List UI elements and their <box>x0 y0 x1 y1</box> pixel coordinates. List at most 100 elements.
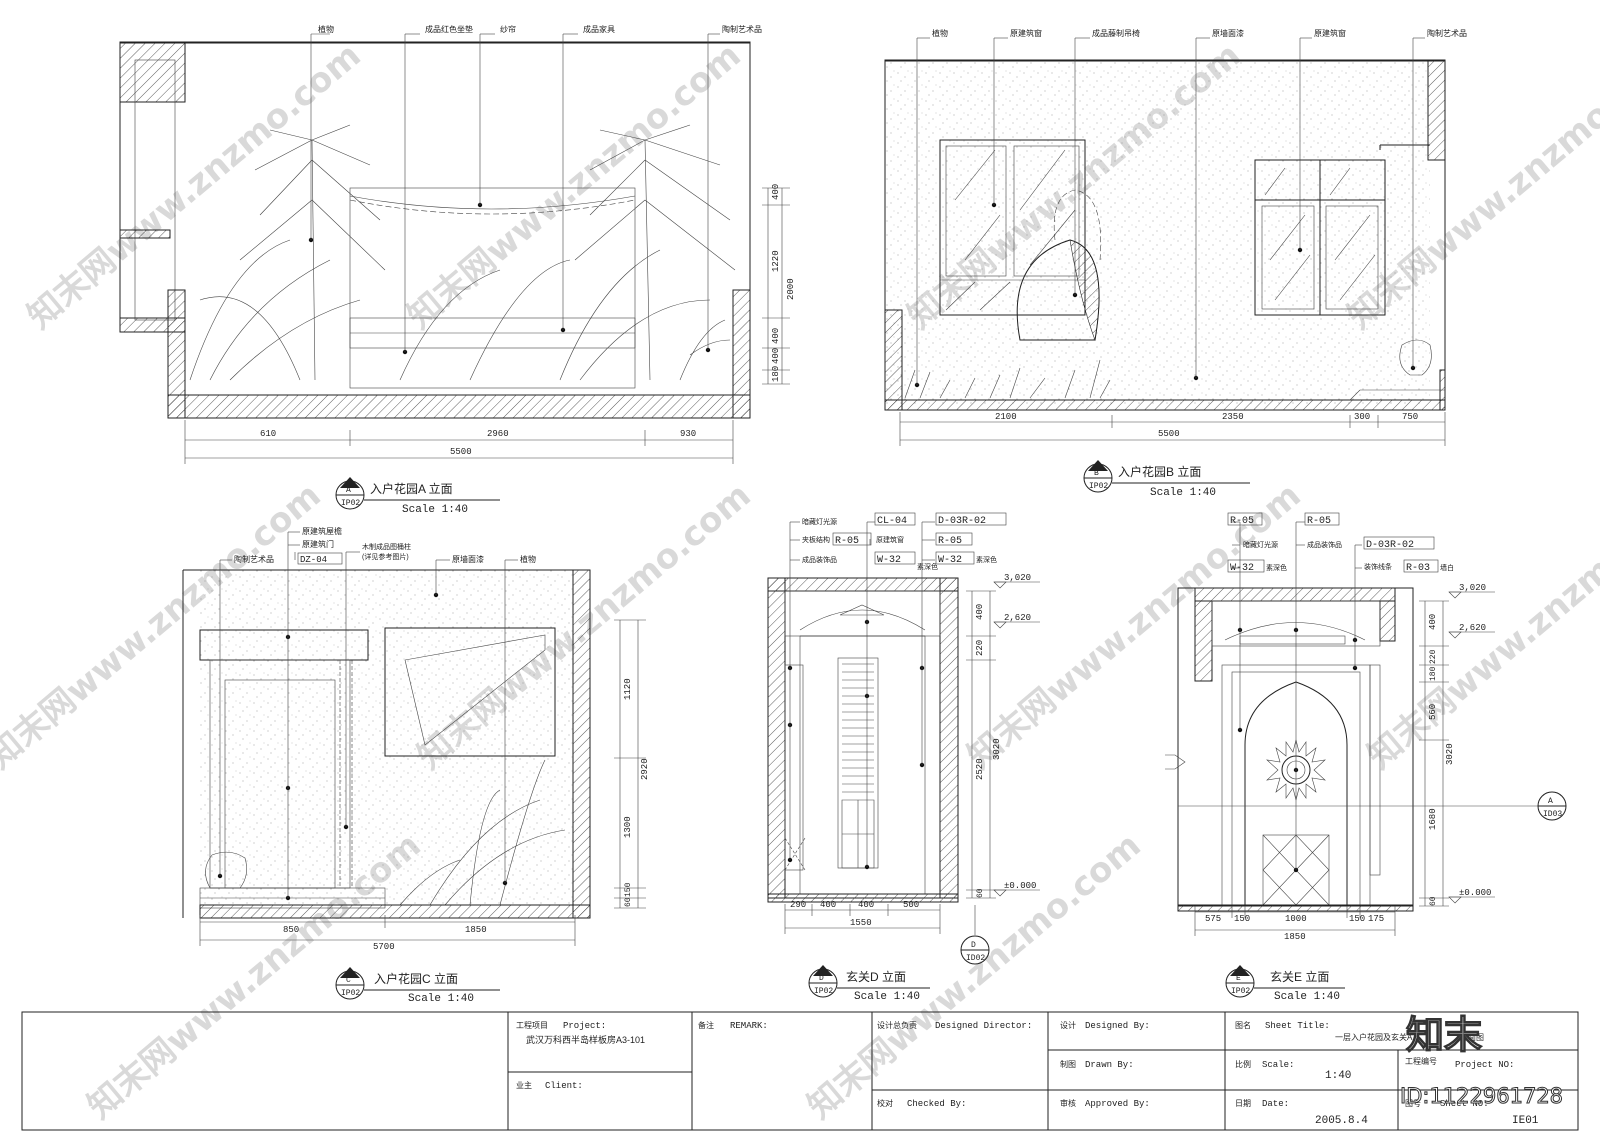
dim-text: 2000 <box>786 278 796 300</box>
dim-text: 1220 <box>771 250 781 272</box>
dim-text: 930 <box>680 429 696 439</box>
field-label: Date: <box>1262 1099 1289 1109</box>
elevation-tag: A IP02 <box>335 477 365 510</box>
dim-text: 150 <box>1349 914 1365 924</box>
dim-text: 60 <box>976 888 985 898</box>
callout-label: 原建筑屋檐 <box>302 526 342 536</box>
sheet-title-value: 立面图 <box>1460 1032 1484 1042</box>
watermark-text: 知末网www.znzmo.com <box>960 475 1309 777</box>
dim-text: 150 <box>1234 914 1250 924</box>
material-code: R-05 <box>835 536 859 547</box>
callout-label: 成品装饰品 <box>802 555 837 564</box>
dim-text: 560 <box>1428 704 1438 720</box>
sheet-title-value: 一层入户花园及玄关A <box>1335 1032 1413 1042</box>
callout-label: 植物 <box>318 24 334 34</box>
elevation-tag: B IP02 <box>1083 460 1113 493</box>
callout-label: 夹板结构 <box>802 535 830 544</box>
dim-text: 1850 <box>465 925 487 935</box>
field-label: 审核 <box>1060 1098 1076 1108</box>
field-label: 备注 <box>698 1020 714 1030</box>
level-text: 2,620 <box>1004 613 1031 623</box>
tag-letter: E <box>1236 974 1241 983</box>
callout-label: 成品装饰品 <box>1307 540 1342 549</box>
elevation-tag: D IP02 <box>808 965 838 998</box>
callout-label: 植物 <box>520 554 536 564</box>
elevation-title: 入户花园B 立面 <box>1118 464 1201 479</box>
window <box>1254 159 1386 316</box>
dim-text: 1850 <box>1284 932 1306 942</box>
tag-letter: A <box>1548 797 1553 806</box>
pottery-art <box>1399 339 1432 376</box>
dim-text: 2520 <box>975 758 985 780</box>
callout-label: 原墙面漆 <box>452 554 484 564</box>
dim-text: 1000 <box>1285 914 1307 924</box>
level-text: ±0.000 <box>1004 881 1036 891</box>
callout-label: 陶制艺术品 <box>722 24 762 34</box>
dim-text: 1300 <box>623 816 633 838</box>
dim-text: 3020 <box>1445 743 1455 765</box>
callout-label: 原建筑门 <box>302 539 334 549</box>
dim-text: 1550 <box>850 918 872 928</box>
floor-slab <box>167 394 751 419</box>
elevation-title: 入户花园C 立面 <box>374 971 458 986</box>
elevation-b: 植物 原建筑窗 成品藤制吊椅 原墙面漆 原建筑窗 陶制艺术品 2100 2350… <box>884 28 1467 499</box>
dim-text: 400 <box>820 900 836 910</box>
field-label: 工程项目 <box>516 1021 548 1030</box>
watermark-text: 知末网www.znzmo.com <box>400 35 749 337</box>
wall-section <box>572 569 591 919</box>
elevation-title: 入户花园A 立面 <box>370 481 453 496</box>
material-code: W-32 <box>938 555 962 566</box>
tag-sheet: IP02 <box>1089 482 1108 491</box>
dim-text: 1120 <box>623 678 633 700</box>
dim-text: 2920 <box>640 758 650 780</box>
material-code: R-03 <box>1406 563 1430 574</box>
brand-watermark: 知末 ID:1122961728 <box>1400 1012 1564 1108</box>
level-text: 2,620 <box>1459 623 1486 633</box>
callout-label: 原建筑窗 <box>876 535 904 544</box>
material-code: W-32 <box>1230 563 1254 574</box>
material-code: DZ-04 <box>300 555 327 565</box>
elevation-title: 玄关E 立面 <box>1270 969 1329 984</box>
title-block: 工程项目 Project: 武汉万科西半岛样板房A3-101 业主 Client… <box>21 1011 1579 1131</box>
callout-label: 素深色 <box>917 562 938 571</box>
dim-text: 60 <box>624 897 633 907</box>
material-code: R-05 <box>1307 516 1331 527</box>
callout-label: 陶制艺术品 <box>234 554 274 564</box>
elevation-e: R-05 R-05 暗藏灯光源 成品装饰品 W-32 素深色 D-03R-02 … <box>1165 512 1567 1003</box>
floor-slab <box>884 399 1446 411</box>
logo-mark: 知末 <box>1406 1013 1482 1057</box>
window <box>939 139 1086 316</box>
dim-text: 750 <box>1402 412 1418 422</box>
field-label: 业主 <box>516 1080 532 1090</box>
dim-text: 220 <box>1429 649 1438 664</box>
callout-label: (详见参考图片) <box>362 552 409 561</box>
dim-text: 400 <box>858 900 874 910</box>
sheet-no-value: IE01 <box>1512 1115 1539 1127</box>
material-code: D-03R-02 <box>1366 540 1414 551</box>
dim-text: 5500 <box>1158 429 1180 439</box>
plant-cluster <box>904 359 1111 399</box>
field-label: Sheet NO: <box>1440 1099 1489 1109</box>
field-label: 图号 <box>1405 1099 1421 1108</box>
callout-label: 装饰线条 <box>1364 562 1392 571</box>
scale-value: 1:40 <box>1325 1070 1351 1082</box>
field-label: Approved By: <box>1085 1099 1150 1109</box>
callout-label: 成品藤制吊椅 <box>1092 28 1140 38</box>
tag-sheet: ID03 <box>1543 810 1562 819</box>
elevation-scale: Scale 1:40 <box>402 504 468 516</box>
dim-text: 180 <box>771 366 781 382</box>
callout-label: 原建筑窗 <box>1314 28 1346 38</box>
field-label: 日期 <box>1235 1099 1251 1108</box>
field-label: Drawn By: <box>1085 1060 1134 1070</box>
dim-text: 575 <box>1205 914 1221 924</box>
callout-label: 暗藏灯光源 <box>1243 540 1278 549</box>
wall-section <box>119 41 186 103</box>
tag-sheet: ID02 <box>966 954 985 963</box>
pottery-art <box>205 851 247 889</box>
field-label: 设计总负责 <box>877 1020 917 1030</box>
dim-text: 3020 <box>992 738 1002 760</box>
field-label: Client: <box>545 1081 583 1091</box>
tag-sheet: IP02 <box>341 989 360 998</box>
field-label: Designed Director: <box>935 1021 1032 1031</box>
